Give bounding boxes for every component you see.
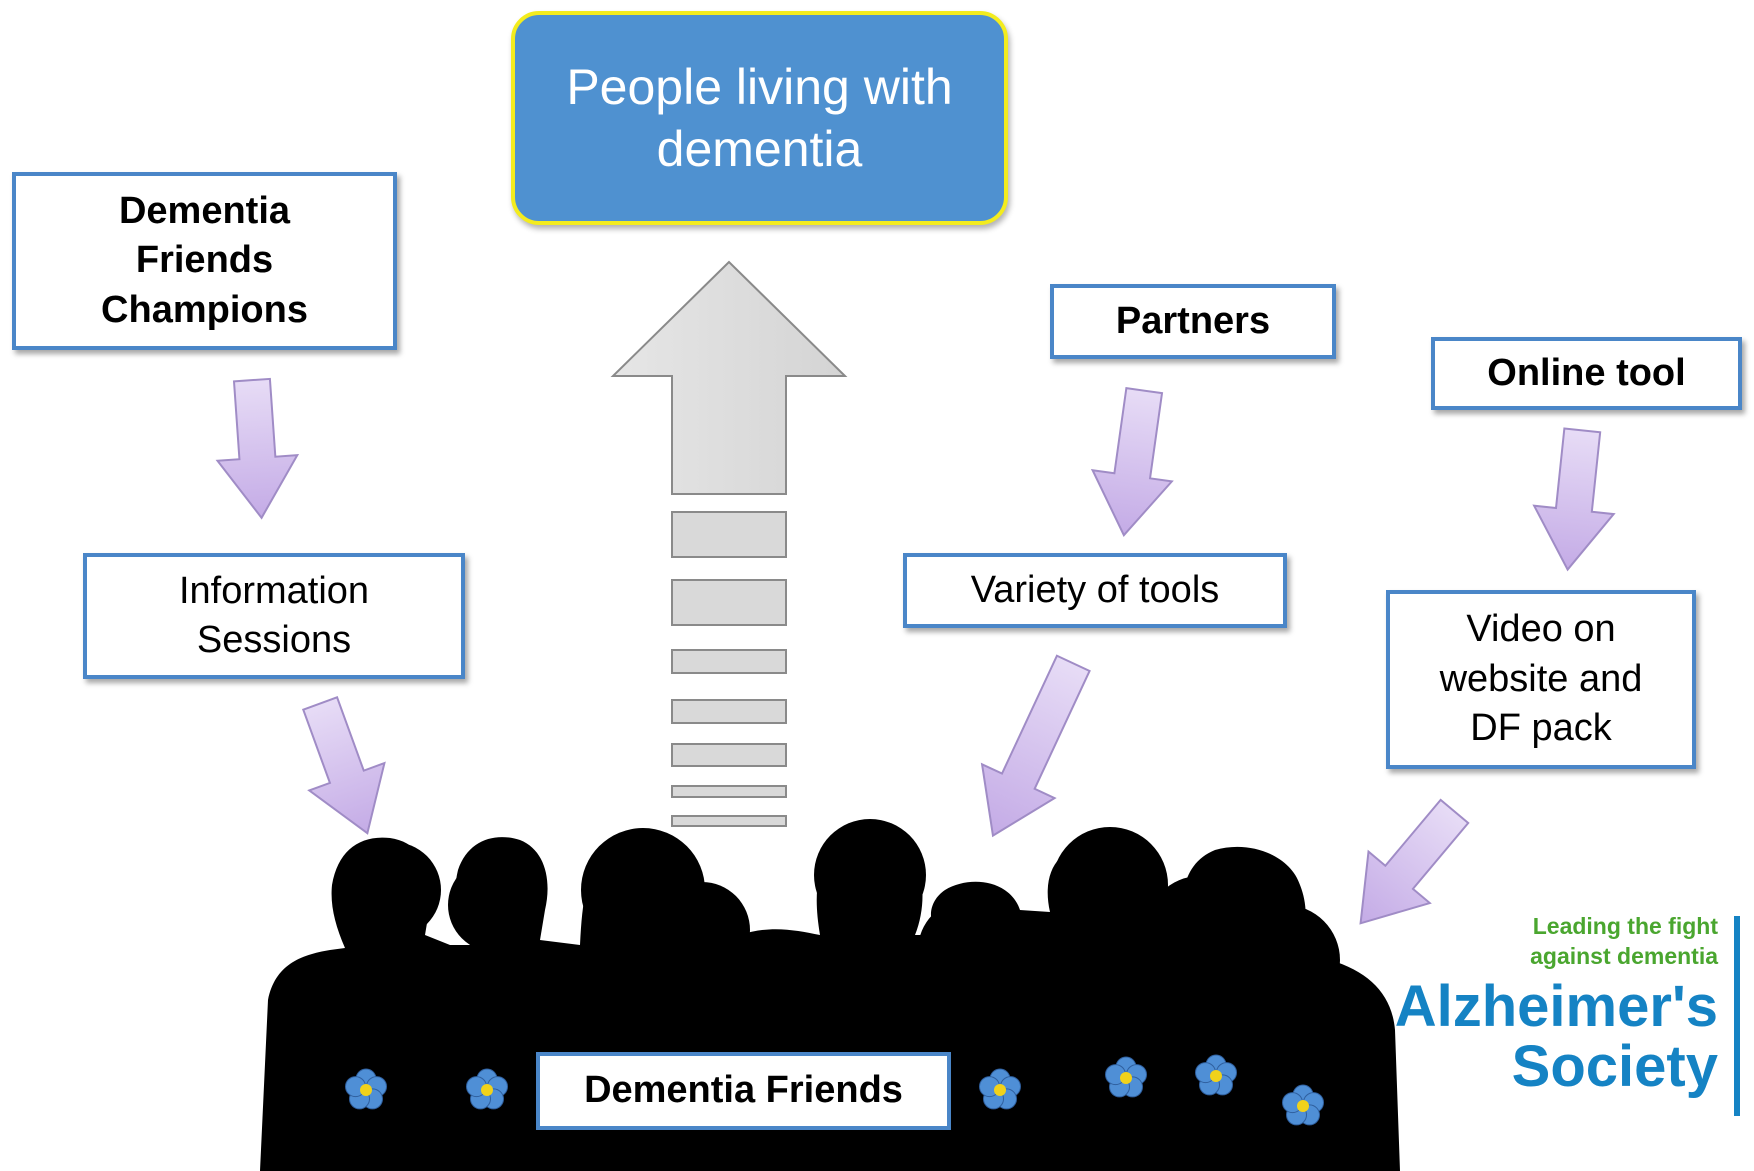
forget-me-not-flower-icon	[1195, 1054, 1237, 1096]
video-line-1: Video on	[1466, 608, 1616, 651]
top-box-line-2: dementia	[656, 121, 863, 177]
arrow-stripe	[671, 743, 787, 767]
dementia-friends-champions-box: Dementia Friends Champions	[12, 172, 397, 350]
video-line-3: DF pack	[1470, 707, 1612, 750]
forget-me-not-flower-icon	[1105, 1056, 1147, 1098]
logo-brand-line-2: Society	[1511, 1034, 1718, 1099]
online-tool-label: Online tool	[1487, 351, 1686, 394]
flowers	[345, 1054, 1324, 1126]
arrow-sessions-to-friends	[301, 696, 386, 835]
people-living-with-dementia-box: People living with dementia	[511, 11, 1008, 225]
video-box: Video on website and DF pack	[1386, 590, 1696, 769]
forget-me-not-flower-icon	[345, 1068, 387, 1110]
arrow-stripe	[671, 785, 787, 798]
arrow-stripe	[671, 699, 787, 724]
logo-tagline-line-1: Leading the fight	[1532, 913, 1718, 939]
arrow-stripe	[671, 649, 787, 674]
top-box-line-1: People living with	[566, 58, 953, 115]
online-tool-box: Online tool	[1431, 337, 1742, 410]
big-up-arrow	[610, 260, 848, 827]
arrow-stripe	[671, 511, 787, 558]
variety-of-tools-label: Variety of tools	[970, 568, 1220, 611]
champions-line-1: Dementia	[118, 189, 291, 232]
arrow-video-to-friends	[1359, 798, 1470, 925]
arrow-champions-to-sessions	[215, 377, 300, 520]
forget-me-not-flower-icon	[1282, 1084, 1324, 1126]
arrow-stripe	[671, 579, 787, 626]
variety-of-tools-box: Variety of tools	[903, 553, 1287, 628]
champions-line-3: Champions	[101, 288, 308, 331]
dementia-friends-label: Dementia Friends	[584, 1069, 903, 1112]
arrow-partners-to-tools	[1090, 387, 1174, 538]
logo-bar	[1734, 916, 1740, 1116]
logo-tagline-line-2: against dementia	[1530, 943, 1718, 969]
arrow-online-to-video	[1532, 427, 1616, 572]
logo-brand-line-1: Alzheimer's	[1394, 974, 1718, 1039]
partners-label: Partners	[1115, 299, 1271, 342]
forget-me-not-flower-icon	[979, 1068, 1021, 1110]
partners-box: Partners	[1050, 284, 1336, 359]
sessions-line-1: Information	[178, 569, 370, 612]
alzheimers-society-logo: Leading the fight against dementia Alzhe…	[1395, 910, 1740, 1120]
champions-line-2: Friends	[135, 239, 274, 282]
arrow-tools-to-friends	[980, 654, 1091, 838]
arrow-stripe	[671, 815, 787, 827]
video-line-2: website and	[1439, 657, 1643, 700]
sessions-line-2: Sessions	[196, 619, 352, 661]
information-sessions-box: Information Sessions	[83, 553, 465, 679]
forget-me-not-flower-icon	[466, 1068, 508, 1110]
dementia-friends-box: Dementia Friends	[536, 1052, 951, 1130]
